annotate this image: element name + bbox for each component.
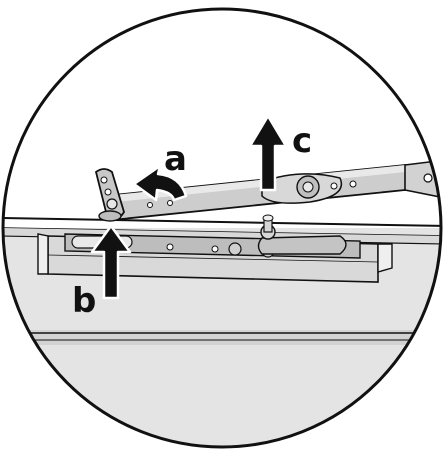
curved-rotate-arrow-icon: [132, 164, 188, 202]
hardware-channel: [37, 214, 393, 283]
label-a: a: [164, 139, 187, 179]
swivel-bracket: [94, 168, 125, 222]
label-b: b: [72, 281, 96, 321]
detail-lens-outline: [1, 7, 443, 449]
label-c: c: [292, 121, 312, 161]
up-arrow-b-icon: [90, 224, 132, 300]
up-arrow-c-icon: [248, 114, 288, 192]
